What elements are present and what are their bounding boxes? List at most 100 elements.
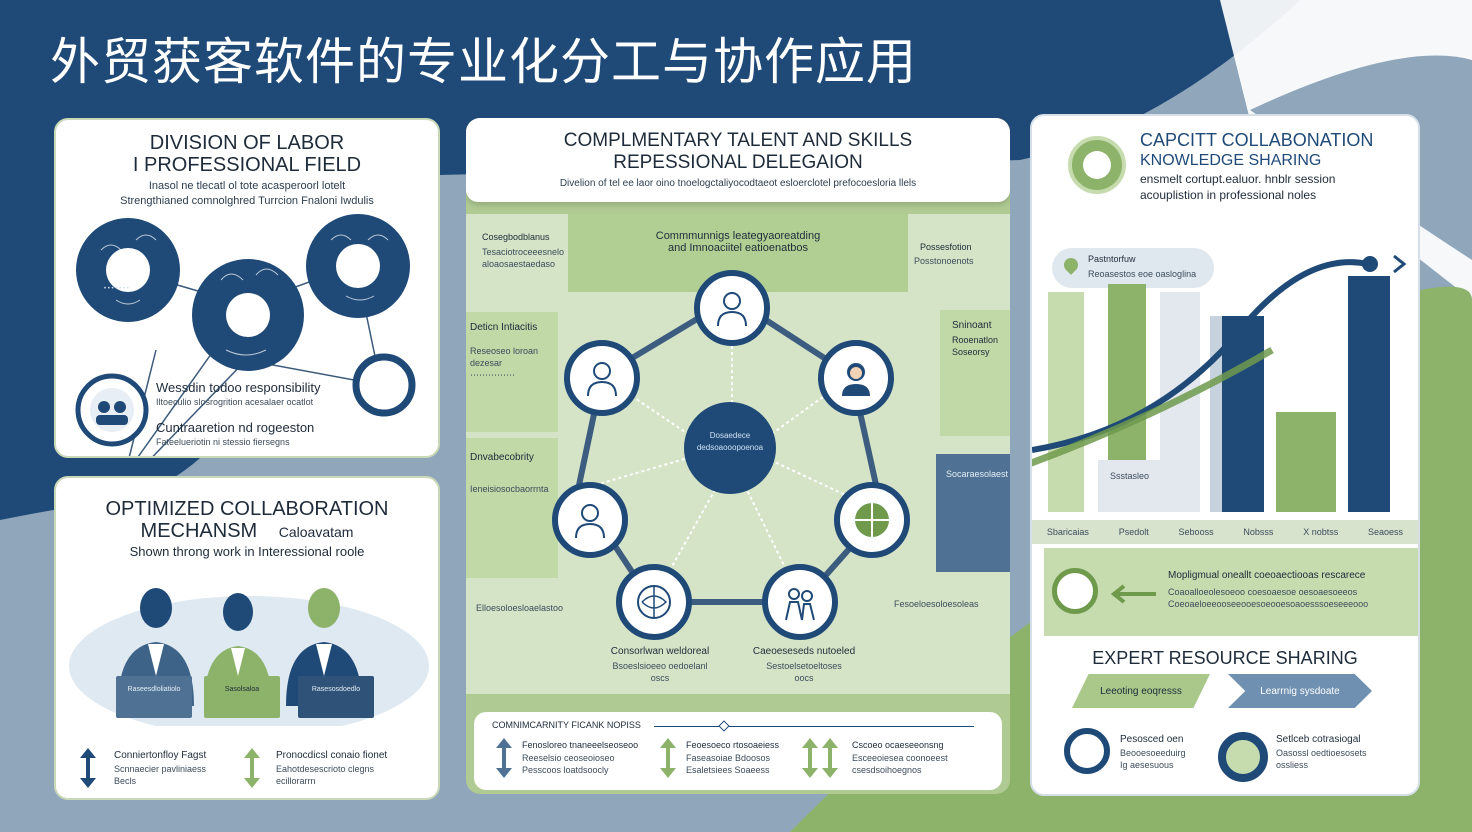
circ1-title: Pesosced oen <box>1120 734 1184 745</box>
right-top-label: Possesfotion <box>920 242 972 252</box>
left-box-2-text: Ieneisiosocbaorrnta <box>470 484 549 494</box>
card2-heading-line1: OPTIMIZED COLLABORATION <box>105 498 389 520</box>
knowledge-title: Mopligmual oneallt coeoaectiooas rescare… <box>1168 570 1366 581</box>
center-heading: COMPLMENTARY TALENT AND SKILLS REPESSION… <box>466 130 1010 174</box>
screen-box-2: Sasolsaloa <box>204 676 280 718</box>
knowledge-box: Mopligmual oneallt coeoaectiooas rescare… <box>1044 548 1418 636</box>
card4-heading-line1: CAPCITT COLLABONATION <box>1140 130 1374 150</box>
knowledge-sub1: Coaoalloeolesoeoo coesoaesoe oesoaesoeeo… <box>1168 587 1358 597</box>
right-box-1: Sninoant Rooenatlon Soseorsy <box>940 310 1010 436</box>
screen-box-3-label: Rasesosdoedlo <box>311 686 361 693</box>
bar-labels: Sbaricaias Psedolt Sebooss Nobsss X nobt… <box>1032 520 1418 544</box>
bar-label-1: Sbaricaias <box>1046 526 1089 537</box>
people-icon <box>785 588 815 621</box>
circ1-sub: Beooesoeeduirg <box>1120 748 1186 758</box>
left-box-1-title: Deticn Intiacitis <box>470 322 538 333</box>
left-box-1: Deticn Intiacitis Reseoseo loroan dezesa… <box>466 312 558 432</box>
node-bottom-left <box>616 564 692 640</box>
tag-learning-2: Learrnig sysdoate <box>1228 674 1372 708</box>
expert-title: EXPERT RESOURCE SHARING <box>1092 648 1358 668</box>
right-top-sub: Posstonoenots <box>914 256 974 266</box>
screen-box-2-label: Sasolsaloa <box>224 686 260 693</box>
info-pill-title: Pastntorfuw <box>1088 254 1136 264</box>
growth-curve <box>1032 254 1407 467</box>
division-of-labor-card: DIVISION OF LABOR I PROFESSIONAL FIELD I… <box>54 118 440 458</box>
footer1-sub2: Pesscoos loatdsoocly <box>522 765 609 775</box>
card1-right-caption2-sub: Fateelueriotin ni stessio fiersegns <box>156 437 290 447</box>
tag-learning-1: Leeoting eoqresss <box>1072 674 1210 708</box>
left-box-1-text: Reseoseo loroan dezesar <box>470 346 539 369</box>
right-blue-box: Socaraesolaest <box>936 454 1010 572</box>
bar-label-3: Sebooss <box>1178 526 1214 537</box>
bottom-right-sub: Sestoelsetoeltoses <box>766 661 842 671</box>
updown-arrow-icon <box>80 748 96 788</box>
left-arrow-icon <box>1110 584 1156 604</box>
center-header: COMPLMENTARY TALENT AND SKILLS REPESSION… <box>466 118 1010 202</box>
node-bottom-right <box>762 564 838 640</box>
footer-diamond-icon <box>718 720 730 732</box>
tag-learning-1-label: Leeoting eoqresss <box>1100 685 1182 697</box>
knowledge-header: CAPCITT COLLABONATION KNOWLEDGE SHARING … <box>1032 116 1418 220</box>
card1-right-caption2: Cuntraaretion nd rogeeston <box>156 420 315 435</box>
footer-arrows-icon-1 <box>496 738 512 778</box>
footer1-sub: Reeselsio ceoseoioseo <box>522 753 615 763</box>
node-upper-left <box>564 340 640 416</box>
node-label-1: • • • • • • • <box>104 286 129 292</box>
card2-foot1-title: Conniertonfloy Fagst <box>114 750 207 761</box>
circ2-sub2: ossliess <box>1276 760 1309 770</box>
tag-learning-2-label: Learrnig sysdoate <box>1260 685 1340 697</box>
card1-heading: DIVISION OF LABOR I PROFESSIONAL FIELD <box>56 132 438 176</box>
network-diagram <box>75 214 416 456</box>
footer-arrows-icon-3 <box>802 738 838 778</box>
card4-sub1: ensmelt cortupt.ealuor. hnblr session <box>1140 172 1336 186</box>
bottom-left-sub: Bsoeslsioeeo oedoelanl <box>612 661 708 671</box>
card1-heading-line1: DIVISION OF LABOR <box>149 132 345 154</box>
woman-icon <box>842 363 870 396</box>
bars: Ssstasleo <box>1044 250 1404 512</box>
center-node-label: Dosaedece dedsoaooopoenoa <box>696 431 764 452</box>
center-heading-line1: COMPLMENTARY TALENT AND SKILLS <box>563 130 913 151</box>
footer-arrows-icon-2 <box>660 738 676 778</box>
bar-8 <box>1348 276 1390 512</box>
top-box-line2: and Imnoaciitel eatioenatbos <box>667 242 809 254</box>
info-pill-sub: Reoasestos eoe oasloglina <box>1088 269 1197 279</box>
chart-area: Pastntorfuw Reoasestos eoe oasloglina Ss… <box>1032 220 1418 544</box>
card2-foot1-sub2: Becls <box>114 776 137 786</box>
center-heading-line2: REPESSIONAL DELEGAION <box>613 152 863 173</box>
bar-label-4: Nobsss <box>1243 526 1274 537</box>
person-thinking-icon <box>717 292 747 327</box>
card2-foot2-title: Pronocdicsl conaio fionet <box>276 750 388 761</box>
right-bottom-text: Fesoeloesoloesoleas <box>894 599 979 609</box>
right-box-1-title: Sninoant <box>952 320 992 331</box>
puzzle-icon <box>855 503 889 537</box>
circ1-sub2: Ig aesesuous <box>1120 760 1174 770</box>
circ2-title: Setlceb cotrasiogal <box>1276 734 1361 745</box>
card2-heading-suffix: Caloavatam <box>278 524 354 540</box>
node-right <box>834 482 910 558</box>
card2-sub: Shown throng work in Interessional roole <box>129 544 365 559</box>
center-footer: COMNIMCARNITY FICANK NOPISS Fenosloreo t… <box>474 712 1002 790</box>
optimized-collaboration-card: OPTIMIZED COLLABORATION MECHANSM Caloava… <box>54 476 440 800</box>
resource-icon-2 <box>1218 732 1268 782</box>
person-outline-icon <box>575 504 605 539</box>
bottom-right-caption: Caeoeseseds nutoeled <box>752 646 856 657</box>
person-icon <box>587 362 617 397</box>
screen-box-1: Raseesdloliatiolo <box>116 676 192 718</box>
bottom-left-caption: Consorlwan weldoreal <box>610 646 710 657</box>
card2-heading-line2: MECHANSM <box>140 520 258 542</box>
bar-1 <box>1048 292 1084 512</box>
left-box-2-title: Dnvabecobrity <box>470 452 534 463</box>
info-pill: Pastntorfuw Reoasestos eoe oasloglina <box>1052 248 1214 288</box>
footer3-sub2: csesdsoihoegnos <box>852 765 922 775</box>
footer2-title: Feoesoeco rtosoaeiess <box>686 740 780 750</box>
left-bottom-text: Elloesoloesloaelastoo <box>476 603 564 613</box>
footer3-sub: Esceeoiesea coonoeest <box>852 753 948 763</box>
node-left <box>552 482 628 558</box>
card1-right-caption1: Wessdin todoo responsibility <box>156 380 321 395</box>
card2-foot2-sub2: ecillorarrn <box>276 776 316 786</box>
bar-7 <box>1276 412 1336 512</box>
card1-sub1: Inasol ne tlecatl ol tote acasperoorl lo… <box>148 180 346 192</box>
bar-6 <box>1222 316 1264 512</box>
footer1-title: Fenosloreo tnaneeelseoseoo <box>522 740 639 750</box>
top-green-box: Commmunnigs leategyaoreatding and Imnoac… <box>568 214 908 292</box>
